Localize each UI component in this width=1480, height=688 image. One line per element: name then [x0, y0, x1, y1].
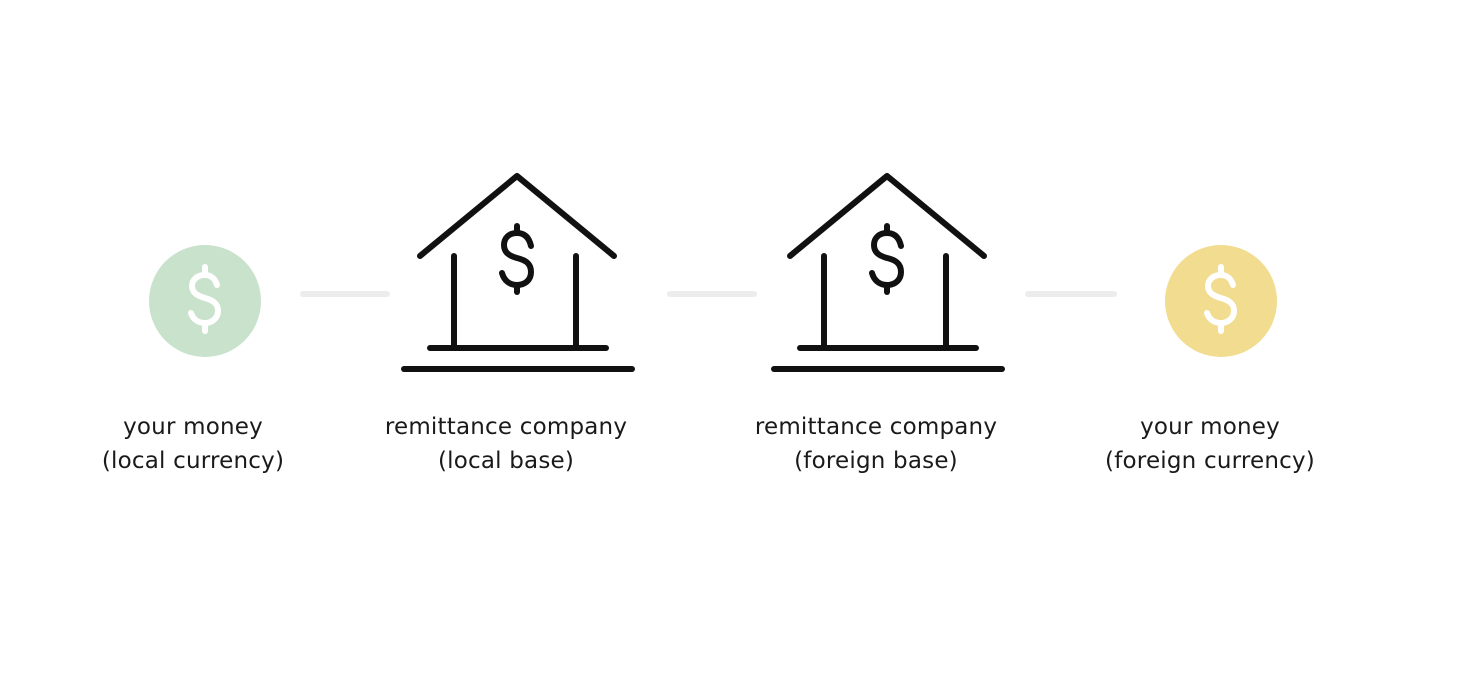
node-label-local-money: your money (local currency) — [33, 410, 353, 478]
label-line-1: remittance company — [754, 414, 998, 440]
foreign-bank-building-icon — [768, 170, 1008, 376]
local-bank-building-icon — [398, 170, 638, 376]
connector-line — [1025, 291, 1117, 297]
label-line-1: your money — [123, 414, 263, 440]
node-label-foreign-money: your money (foreign currency) — [1050, 410, 1370, 478]
label-line-2: (foreign base) — [794, 448, 958, 474]
foreign-currency-coin-icon — [1165, 245, 1277, 357]
node-label-foreign-base: remittance company (foreign base) — [716, 410, 1036, 478]
label-line-1: your money — [1140, 414, 1280, 440]
label-line-2: (local base) — [437, 448, 575, 474]
node-label-local-base: remittance company (local base) — [346, 410, 666, 478]
connector-line — [300, 291, 390, 297]
local-currency-coin-icon — [149, 245, 261, 357]
label-line-2: (local currency) — [101, 448, 285, 474]
connector-line — [667, 291, 757, 297]
label-line-1: remittance company — [384, 414, 628, 440]
label-line-2: (foreign currency) — [1105, 448, 1315, 474]
